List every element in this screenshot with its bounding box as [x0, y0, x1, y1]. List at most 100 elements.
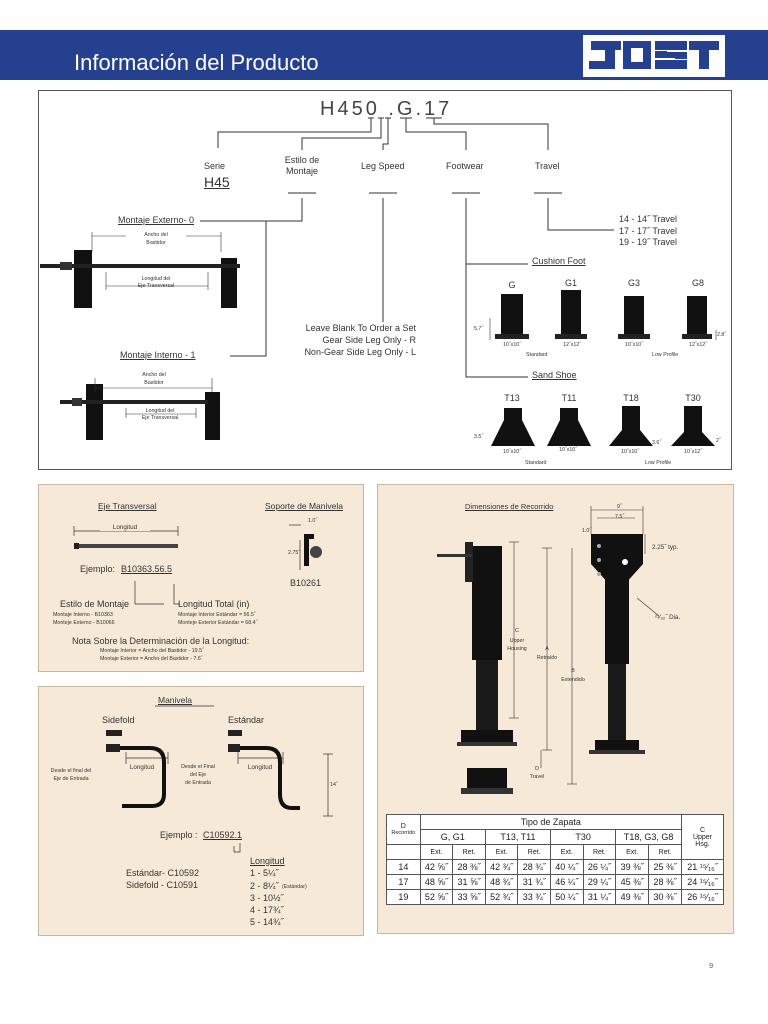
leg-speed-label: Leg Speed — [361, 161, 405, 171]
sand-shoe-size: 10˝x10˝ — [621, 449, 639, 455]
desde-line: Desde el final del — [50, 768, 92, 774]
dim-dia: ²¹⁄₃₂˝ Dia. — [655, 614, 681, 621]
travel-option: 19 - 19˝ Travel — [619, 237, 678, 247]
montaje-interno: Montaje Interno - 1 — [120, 350, 196, 360]
sand-shoe-name: T11 — [561, 393, 577, 403]
eje-ejemplo-label: Ejemplo: — [80, 564, 116, 574]
table-group: T30 — [550, 829, 617, 845]
leg-option: Gear Side Leg Only - R — [322, 335, 416, 345]
manivela-ejemplo-label: Ejemplo : — [160, 830, 198, 840]
sand-shoe-name: T30 — [685, 393, 701, 403]
cushion-foot-name: G — [508, 280, 516, 290]
dim-10: 1.0˝ — [582, 528, 592, 534]
estilo-label-1: Estilo de — [284, 155, 320, 165]
cushion-foot-name: G3 — [627, 278, 640, 288]
jost-logo-icon — [589, 41, 719, 69]
sand-shoe-title: Sand Shoe — [532, 370, 577, 380]
table-ret: Ret. — [582, 844, 617, 860]
travel-label: Travel — [535, 161, 560, 171]
serie-value: H45 — [204, 174, 230, 190]
table-cell — [386, 844, 421, 860]
cushion-dim-left: 5.7˝ — [474, 326, 484, 332]
longitud-option: 2 - 8¼˝ — [250, 881, 279, 891]
table-group: T13, T11 — [484, 829, 552, 845]
sand-dim-left: 3.5˝ — [474, 434, 484, 440]
manivela-drawings — [106, 705, 333, 853]
manivela-ejemplo-value: C10592.1 — [203, 830, 243, 840]
sand-shoe-size: 10˝x12˝ — [684, 449, 702, 455]
serie-label: Serie — [204, 161, 226, 171]
nota-line: Montaje Interior = Ancho del Bastidor - … — [100, 648, 204, 654]
leg-option: Non-Gear Side Leg Only - L — [304, 347, 416, 357]
dim-b: B — [571, 668, 575, 674]
table-ext: Ext. — [550, 844, 584, 860]
standard-crank-icon — [228, 730, 300, 810]
desde-b-line: Desde el Final — [181, 764, 215, 770]
table-ret: Ret. — [517, 844, 552, 860]
sidefold-label: Sidefold — [102, 715, 135, 725]
dim-c: Upper — [509, 638, 525, 644]
cushion-foot-diagrams — [489, 290, 717, 340]
estilo-line: Monteje Externo - B10066 — [53, 620, 115, 626]
table-ret: Ret. — [648, 844, 683, 860]
longitud-option: 4 - 17¾˝ — [250, 905, 284, 915]
dim-c: Housing — [507, 646, 527, 652]
retracted-leg-icon — [437, 542, 517, 794]
travel-option: 14 - 14˝ Travel — [619, 214, 678, 224]
longitud-line: Monteje Exterior Estándar = 68.4˝ — [178, 620, 258, 626]
table-group: T18, G3, G8 — [615, 829, 683, 845]
soporte-height: 2.75˝ — [288, 550, 301, 556]
longitud-total-label: Longitud Total (in) — [178, 599, 250, 609]
page-number: 9 — [709, 961, 714, 970]
ancho-label-1: Ancho del — [126, 232, 186, 239]
side-part: Sidefold - C10591 — [126, 880, 199, 890]
eje-panel — [38, 484, 364, 672]
nota-title: Nota Sobre la Determinación de la Longit… — [72, 636, 250, 646]
table-group: G, G1 — [419, 829, 486, 845]
estandar-note: (Estándar) — [282, 884, 307, 890]
longitud-label-1: Longitud del — [141, 276, 171, 282]
soporte-part: B10261 — [290, 578, 322, 588]
external-mount-diagram — [40, 232, 240, 308]
eje-title: Eje Transversal — [98, 501, 157, 511]
dim-c: C — [515, 628, 519, 634]
dim-d: D — [535, 766, 539, 772]
model-code: H450 .G.17 — [320, 98, 453, 120]
extended-leg-icon — [589, 534, 645, 754]
manivela-title: Manivela — [158, 695, 193, 705]
sand-shoe-size: 10˝x10˝ — [503, 449, 521, 455]
soporte-width: 1.0˝ — [308, 518, 318, 524]
sand-shoe-size: 10˝x10˝ — [559, 447, 577, 453]
sand-shoe-name: T18 — [623, 393, 639, 403]
longitud-label-2b: Eje Transversal — [141, 415, 179, 421]
dim-75: 7.5˝ — [615, 514, 625, 520]
table-tipo-header: Tipo de Zapata — [419, 814, 683, 830]
longitud-title: Longitud — [250, 856, 285, 866]
table-ret: Ret. — [452, 844, 486, 860]
low-profile-label: Low Profile — [652, 352, 679, 358]
model-code-box — [38, 90, 732, 470]
leg-option: Leave Blank To Order a Set — [305, 323, 416, 333]
footwear-label: Footwear — [446, 161, 484, 171]
sidefold-crank-icon — [106, 730, 166, 808]
dim-b: Extendido — [561, 677, 585, 683]
table-ext: Ext. — [484, 844, 519, 860]
manivela-longitud: Longitud — [129, 764, 155, 771]
cushion-foot-size: 12˝x12˝ — [689, 342, 707, 348]
manivela-dim-14: 14˝ — [330, 782, 338, 788]
ancho-label-1b: Ancho del — [142, 372, 166, 378]
longitud-label-1b: Longitud del — [145, 408, 175, 414]
estilo-line: Montaje Interno - B10363 — [53, 612, 113, 618]
desde-b-line: de Entrada — [185, 780, 211, 786]
desde-b-line: del Eje — [189, 772, 207, 778]
cushion-foot-name: G1 — [564, 278, 577, 288]
sand-shoe-name: T13 — [504, 393, 520, 403]
dim-9: 9˝ — [617, 504, 622, 510]
cushion-foot-title: Cushion Foot — [532, 256, 586, 266]
